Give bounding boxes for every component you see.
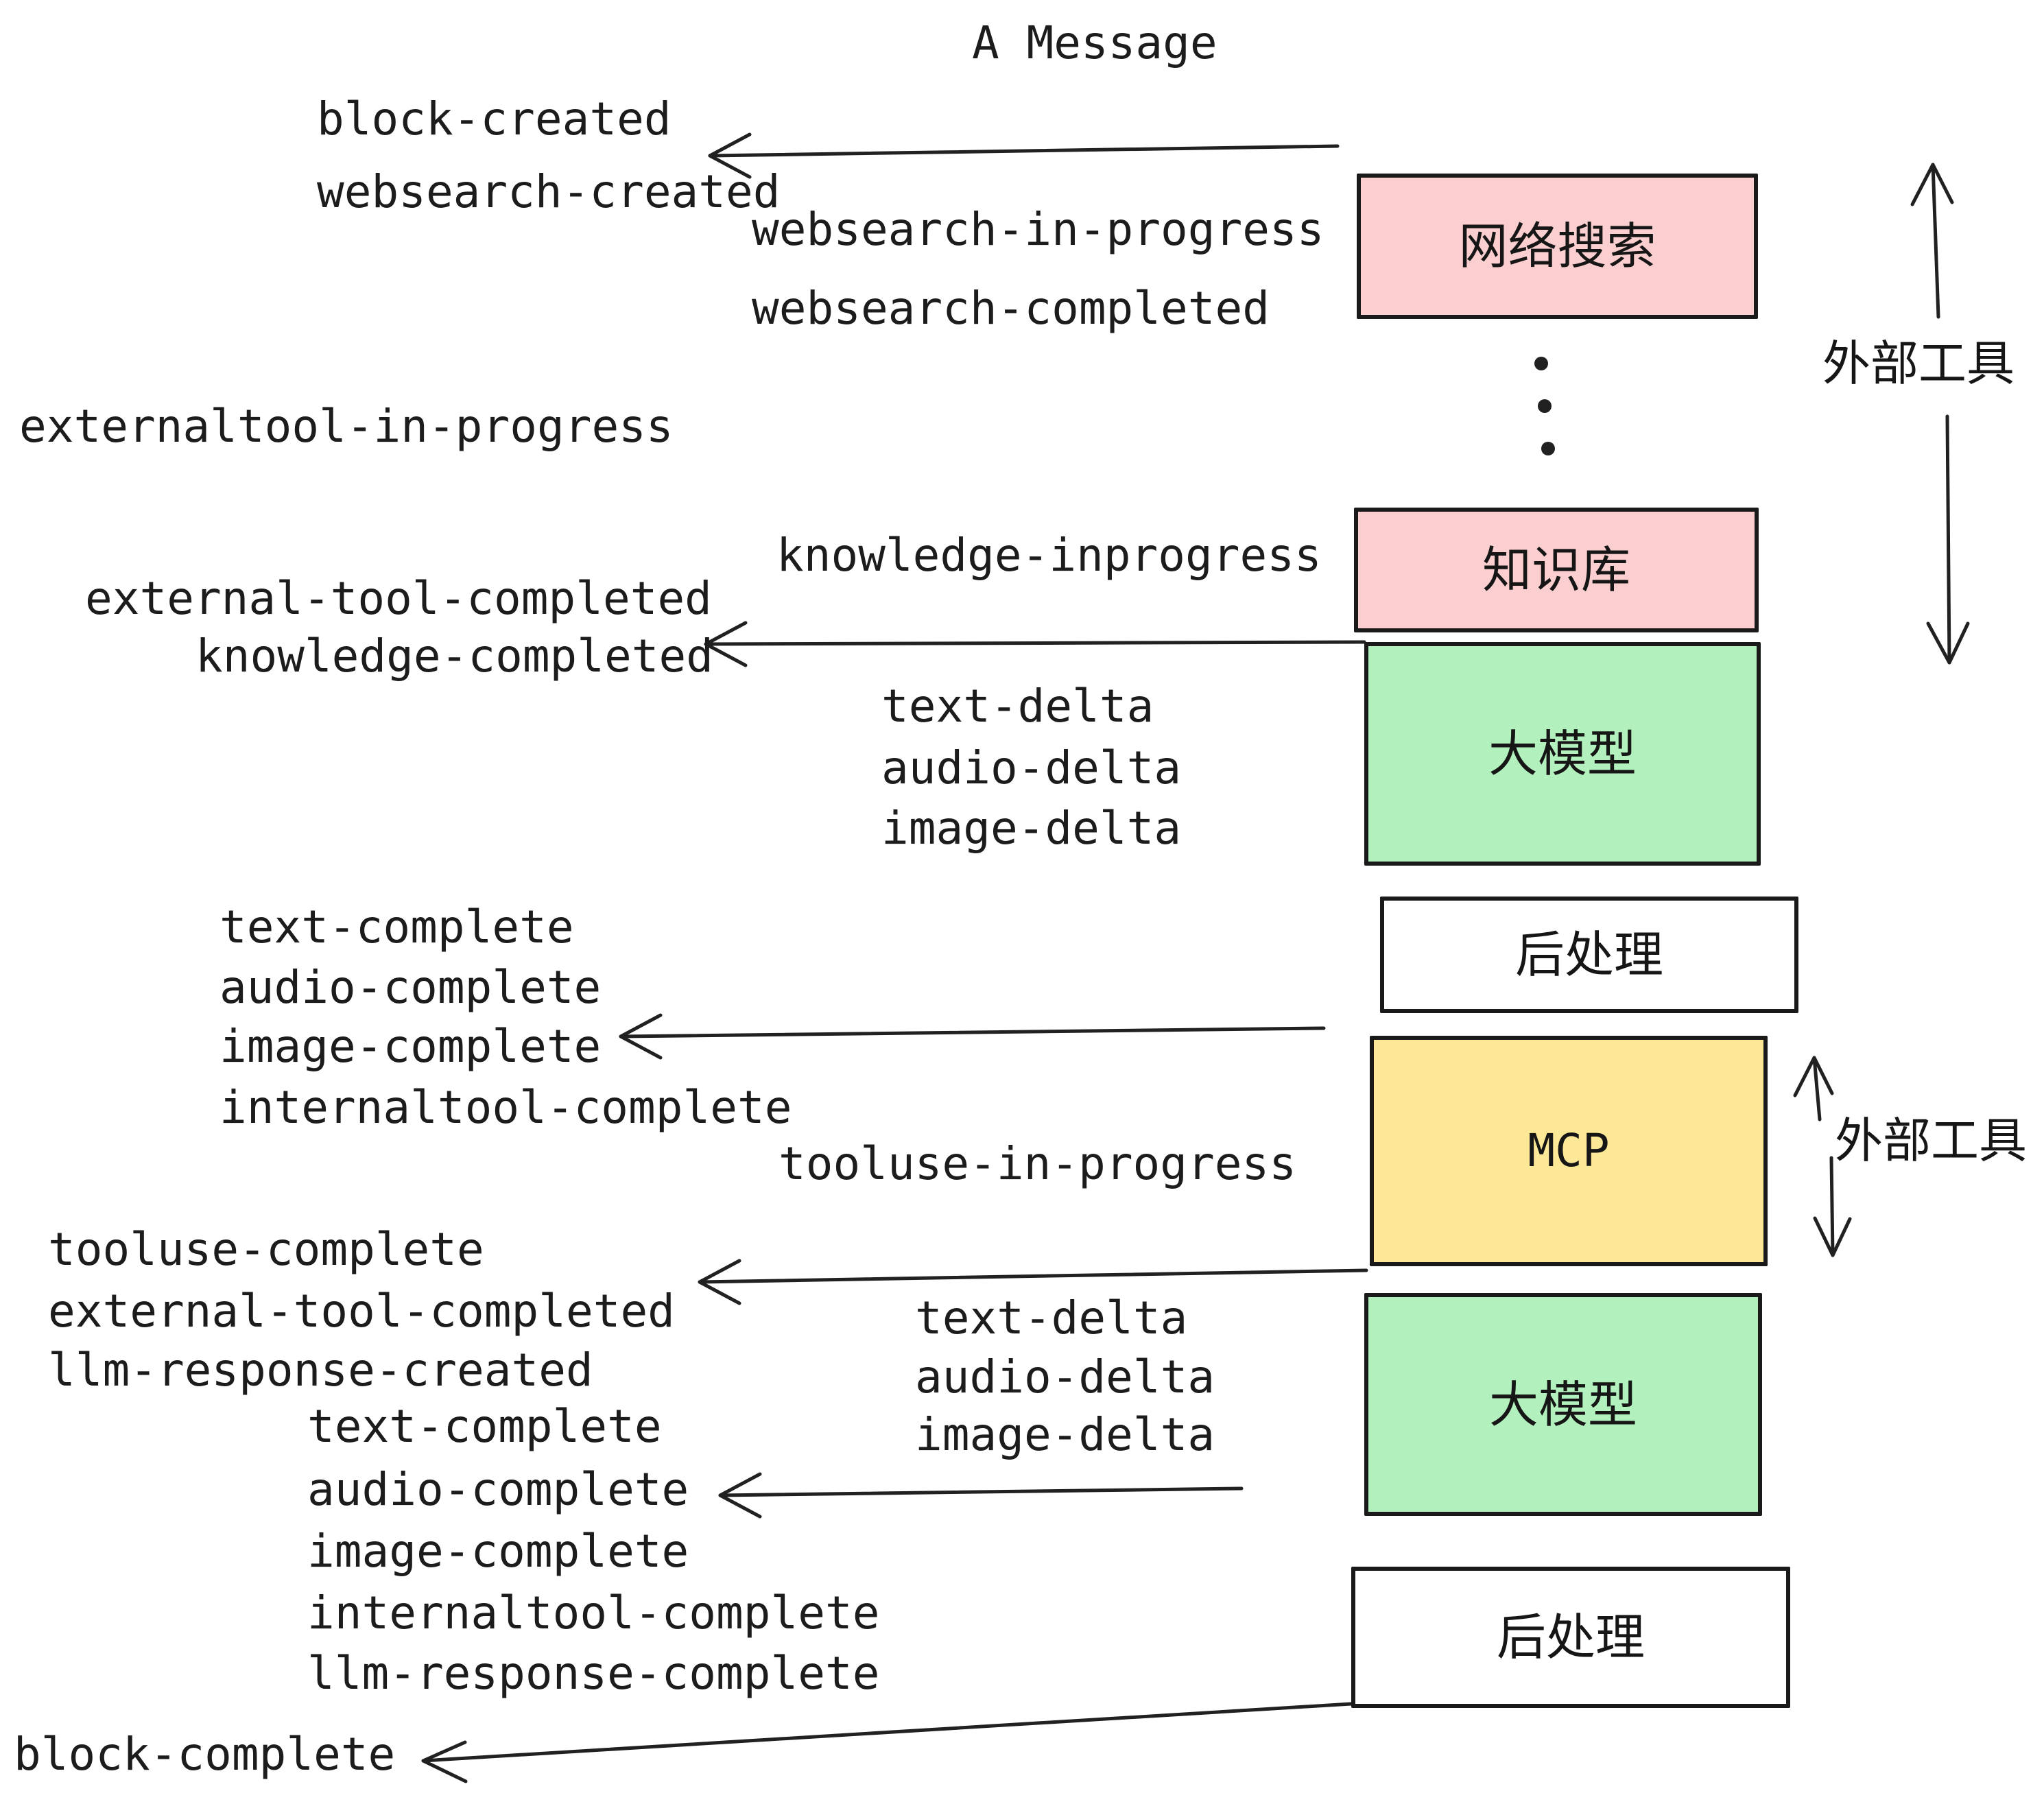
event-label-llm-response-created: llm-response-created — [48, 1344, 593, 1397]
up-arrow-external-tools-mcp — [1793, 1056, 1834, 1121]
arrow-to-tooluse-complete — [698, 1259, 1368, 1305]
event-label-audio-complete-2: audio-complete — [307, 1463, 689, 1516]
event-label-llm-response-complete: llm-response-complete — [307, 1647, 880, 1700]
box-llm-top-label: 大模型 — [1488, 725, 1637, 783]
event-label-knowledge-completed: knowledge-completed — [195, 630, 713, 683]
event-label-websearch-in-progress: websearch-in-progress — [752, 203, 1324, 256]
event-label-text-delta-1: text-delta — [881, 680, 1154, 733]
event-label-image-delta-1: image-delta — [881, 802, 1182, 855]
event-label-audio-delta-1: audio-delta — [881, 741, 1182, 794]
arrow-to-block-complete — [421, 1702, 1353, 1783]
event-label-audio-delta-2: audio-delta — [915, 1351, 1215, 1403]
event-label-websearch-completed: websearch-completed — [752, 282, 1270, 335]
arrow-to-image-complete — [619, 1013, 1326, 1060]
down-arrow-external-tools-mcp — [1813, 1156, 1852, 1257]
event-label-block-complete: block-complete — [14, 1728, 396, 1781]
event-label-audio-complete-1: audio-complete — [219, 961, 602, 1014]
box-mcp-label: MCP — [1528, 1124, 1610, 1177]
box-postprocess-bottom: 后处理 — [1351, 1567, 1790, 1708]
down-arrow-external-tools-top — [1926, 414, 1970, 665]
event-label-tooluse-in-progress: tooluse-in-progress — [779, 1137, 1296, 1190]
diagram-title: A Message — [972, 16, 1217, 69]
ellipsis-dots — [1534, 357, 1555, 455]
event-label-websearch-created: websearch-created — [317, 165, 781, 218]
event-label-internaltool-complete-2: internaltool-complete — [307, 1587, 880, 1639]
event-label-knowledge-inprogress: knowledge-inprogress — [776, 529, 1322, 582]
event-label-external-tool-completed-2: external-tool-completed — [48, 1285, 675, 1338]
event-label-tooluse-complete: tooluse-complete — [48, 1223, 484, 1276]
box-websearch: 网络搜索 — [1357, 174, 1758, 319]
arrow-to-knowledge-completed — [704, 621, 1366, 667]
event-label-block-created: block-created — [317, 93, 672, 145]
up-arrow-external-tools-top — [1910, 163, 1954, 319]
event-label-external-tool-completed-1: external-tool-completed — [85, 572, 712, 625]
external-tools-top-label: 外部工具 — [1822, 335, 2015, 392]
event-label-externaltool-in-progress: externaltool-in-progress — [19, 400, 674, 453]
box-llm-top: 大模型 — [1364, 642, 1761, 866]
box-postprocess-top-label: 后处理 — [1514, 926, 1663, 984]
event-label-text-complete-1: text-complete — [219, 901, 574, 953]
arrow-to-audio-complete — [718, 1472, 1244, 1519]
arrow-to-websearch-created — [708, 132, 1340, 179]
event-label-text-complete-2: text-complete — [307, 1400, 662, 1453]
box-knowledge-label: 知识库 — [1482, 541, 1630, 599]
box-postprocess-bottom-label: 后处理 — [1496, 1609, 1645, 1666]
event-label-image-complete-2: image-complete — [307, 1525, 689, 1578]
box-llm-bottom-label: 大模型 — [1488, 1375, 1637, 1434]
external-tools-mcp-label: 外部工具 — [1835, 1113, 2027, 1169]
event-label-text-delta-2: text-delta — [915, 1292, 1188, 1344]
event-label-image-delta-2: image-delta — [915, 1408, 1215, 1461]
event-label-image-complete-1: image-complete — [219, 1020, 602, 1073]
event-label-internaltool-complete-1: internaltool-complete — [219, 1081, 792, 1134]
box-mcp: MCP — [1370, 1036, 1768, 1266]
box-websearch-label: 网络搜索 — [1458, 217, 1656, 275]
box-llm-bottom: 大模型 — [1364, 1293, 1762, 1516]
box-postprocess-top: 后处理 — [1380, 897, 1798, 1013]
box-knowledge: 知识库 — [1354, 508, 1759, 632]
